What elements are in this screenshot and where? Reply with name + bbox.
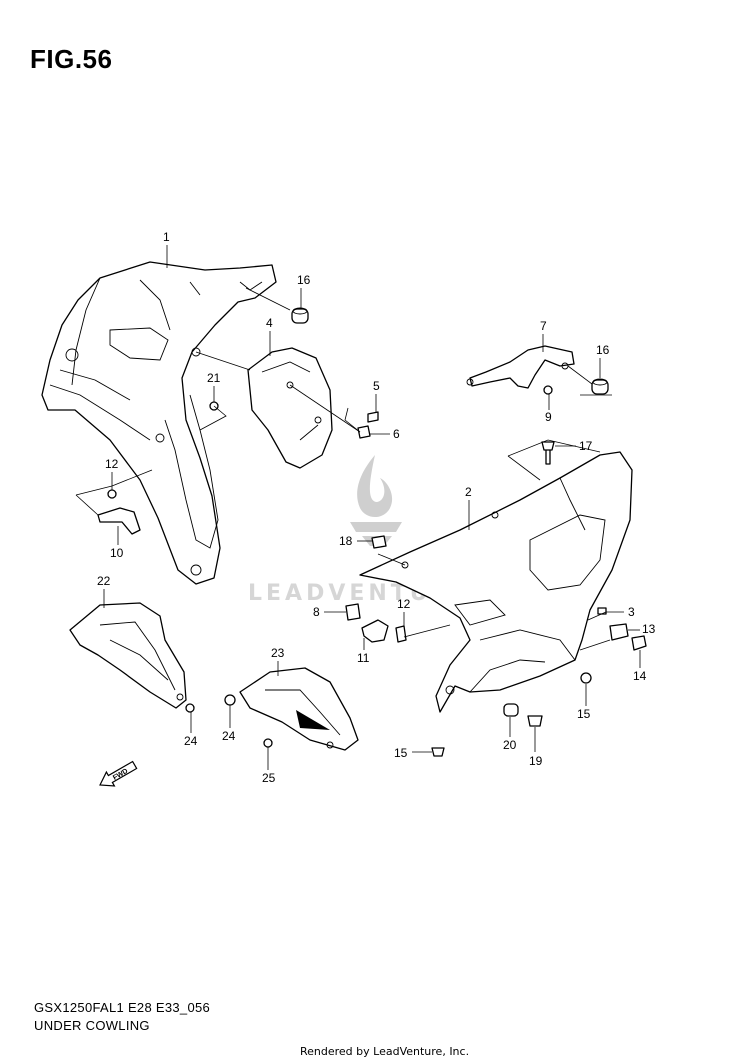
callout-18: 18 bbox=[339, 534, 372, 548]
model-code: GSX1250FAL1 E28 E33_056 bbox=[34, 1000, 211, 1015]
screw-24b bbox=[224, 694, 236, 706]
watermark: LEADVENTURE bbox=[248, 455, 468, 606]
screw-9 bbox=[543, 385, 553, 395]
svg-text:8: 8 bbox=[313, 605, 320, 619]
callout-4: 4 bbox=[266, 316, 273, 356]
callout-7: 7 bbox=[540, 319, 547, 352]
svg-text:10: 10 bbox=[110, 546, 124, 560]
part-inner-panel bbox=[247, 347, 333, 469]
callout-19: 19 bbox=[529, 727, 543, 768]
svg-text:23: 23 bbox=[271, 646, 285, 660]
callout-12b: 12 bbox=[397, 597, 411, 626]
clip-8 bbox=[345, 603, 361, 621]
fwd-label: FWD bbox=[112, 768, 129, 782]
rendered-by-credit: Rendered by LeadVenture, Inc. bbox=[300, 1045, 470, 1058]
screw-17 bbox=[541, 441, 555, 465]
svg-text:16: 16 bbox=[596, 343, 610, 357]
callout-3: 3 bbox=[606, 605, 635, 619]
svg-text:6: 6 bbox=[393, 427, 400, 441]
callout-20: 20 bbox=[503, 717, 517, 752]
callout-16a: 16 bbox=[297, 273, 311, 308]
grommet-16b bbox=[591, 378, 609, 395]
callouts: 1 2 3 4 5 6 7 8 9 10 11 12 12 13 14 15 1… bbox=[97, 230, 656, 785]
svg-text:19: 19 bbox=[529, 754, 543, 768]
callout-17: 17 bbox=[555, 439, 593, 453]
part-left-under-cowling bbox=[41, 261, 277, 585]
bolt-18 bbox=[371, 535, 387, 549]
section-title: UNDER COWLING bbox=[34, 1018, 150, 1033]
screw-15b bbox=[431, 747, 445, 757]
part-bracket-7 bbox=[466, 345, 575, 389]
grommet-16a bbox=[291, 307, 309, 324]
svg-text:13: 13 bbox=[642, 622, 656, 636]
svg-text:5: 5 bbox=[373, 379, 380, 393]
callout-24b: 24 bbox=[222, 705, 236, 743]
callout-9: 9 bbox=[545, 394, 552, 424]
figure-title: FIG.56 bbox=[30, 44, 113, 74]
svg-text:20: 20 bbox=[503, 738, 517, 752]
svg-text:24: 24 bbox=[222, 729, 236, 743]
svg-text:15: 15 bbox=[394, 746, 408, 760]
clip-3 bbox=[597, 607, 607, 615]
svg-text:14: 14 bbox=[633, 669, 647, 683]
grommet-20 bbox=[503, 703, 519, 717]
svg-text:9: 9 bbox=[545, 410, 552, 424]
clip-6 bbox=[357, 425, 371, 439]
part-cover-22 bbox=[69, 602, 187, 709]
callout-14: 14 bbox=[633, 650, 647, 683]
svg-text:24: 24 bbox=[184, 734, 198, 748]
screw-5 bbox=[367, 411, 379, 423]
svg-text:11: 11 bbox=[357, 651, 370, 665]
callout-8: 8 bbox=[313, 605, 346, 619]
callout-13: 13 bbox=[628, 622, 656, 636]
callout-10: 10 bbox=[110, 526, 124, 560]
assembly-lines bbox=[75, 287, 612, 651]
callout-2: 2 bbox=[465, 485, 472, 530]
svg-text:2: 2 bbox=[465, 485, 472, 499]
screw-25 bbox=[263, 738, 273, 748]
callout-12a: 12 bbox=[105, 457, 119, 490]
screw-12a bbox=[107, 489, 117, 499]
callout-22: 22 bbox=[97, 574, 111, 608]
watermark-flame-icon bbox=[357, 455, 393, 517]
svg-text:4: 4 bbox=[266, 316, 273, 330]
bracket-10 bbox=[97, 507, 141, 535]
svg-text:17: 17 bbox=[579, 439, 593, 453]
callout-15b: 15 bbox=[394, 746, 432, 760]
callout-24a: 24 bbox=[184, 712, 198, 748]
callout-25: 25 bbox=[262, 747, 276, 785]
svg-text:7: 7 bbox=[540, 319, 547, 333]
svg-text:22: 22 bbox=[97, 574, 111, 588]
svg-text:25: 25 bbox=[262, 771, 276, 785]
callout-11: 11 bbox=[357, 638, 370, 665]
callout-23: 23 bbox=[271, 646, 285, 676]
callout-16b: 16 bbox=[596, 343, 610, 378]
hardware bbox=[97, 307, 647, 757]
forward-arrow-icon: FWD bbox=[99, 760, 138, 787]
svg-text:15: 15 bbox=[577, 707, 591, 721]
svg-text:16: 16 bbox=[297, 273, 311, 287]
callout-21: 21 bbox=[207, 371, 221, 402]
part-right-under-cowling bbox=[359, 451, 633, 713]
callout-6: 6 bbox=[370, 427, 400, 441]
screw-24a bbox=[185, 703, 195, 713]
svg-text:12: 12 bbox=[397, 597, 411, 611]
clip-13 bbox=[609, 623, 629, 641]
svg-text:18: 18 bbox=[339, 534, 353, 548]
bracket-11 bbox=[361, 619, 389, 643]
svg-text:1: 1 bbox=[163, 230, 170, 244]
bolt-14 bbox=[631, 635, 647, 651]
screw-19 bbox=[527, 715, 543, 727]
svg-text:12: 12 bbox=[105, 457, 119, 471]
svg-text:21: 21 bbox=[207, 371, 221, 385]
svg-text:3: 3 bbox=[628, 605, 635, 619]
callout-5: 5 bbox=[373, 379, 380, 412]
screw-12b bbox=[395, 625, 407, 643]
screw-15a bbox=[580, 672, 592, 684]
watermark-chevron-icon bbox=[350, 522, 402, 546]
part-cover-23 bbox=[239, 667, 359, 751]
callout-15a: 15 bbox=[577, 684, 591, 721]
callout-1: 1 bbox=[163, 230, 170, 268]
